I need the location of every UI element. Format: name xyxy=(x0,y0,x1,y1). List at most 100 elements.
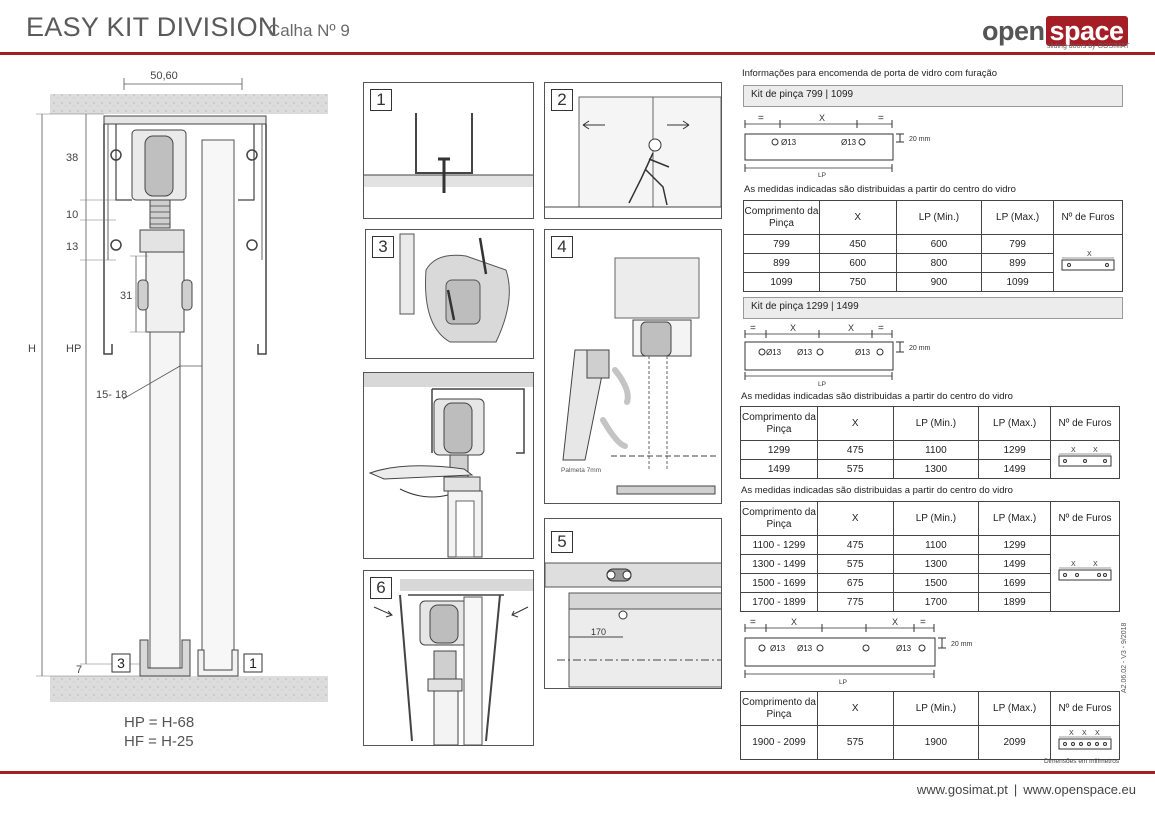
gosimat-link[interactable]: www.gosimat.pt xyxy=(916,782,1008,797)
step-number-1: 1 xyxy=(370,89,392,111)
col-header-lpmin: LP (Min.) xyxy=(892,691,980,726)
page-subtitle: Calha Nº 9 xyxy=(268,21,350,40)
holes-x: X xyxy=(1093,447,1098,454)
logo-tagline: sliding doors by GOSIMAT xyxy=(1047,43,1130,50)
logo-main-text: open xyxy=(982,16,1045,46)
cell: 1900 xyxy=(892,725,980,760)
kit2-note: As medidas indicadas são distribuidas a … xyxy=(741,391,1013,402)
ref-label-1: 1 xyxy=(249,655,257,671)
openspace-link[interactable]: www.openspace.eu xyxy=(1023,782,1136,797)
step-panel-adjust xyxy=(363,372,534,559)
kit2-eq-left: = xyxy=(750,323,756,334)
holes-diagram-4: X X xyxy=(1058,561,1112,581)
cell: 1900 - 2099 xyxy=(740,725,818,760)
col-header-furos: Nº de Furos xyxy=(1050,691,1120,726)
dim-7-label: 7 xyxy=(76,664,82,676)
col-header-furos: Nº de Furos xyxy=(1053,200,1123,235)
cell: 600 xyxy=(818,253,897,273)
kit3-table: Comprimento da Pinça X LP (Min.) LP (Max… xyxy=(740,501,1120,612)
holes-x: X xyxy=(1087,251,1092,258)
dim-width-label: 50,60 xyxy=(150,70,178,82)
dim-13-label: 13 xyxy=(66,241,78,253)
cell: 450 xyxy=(818,234,897,254)
col-header-lpmin: LP (Min.) xyxy=(895,200,983,235)
kit4-hole-1: Ø13 xyxy=(770,644,786,653)
glass-clamp xyxy=(145,251,185,333)
floor-guide-3 xyxy=(139,639,191,677)
col-header-comp: Comprimento da Pinça xyxy=(740,501,818,536)
col-header-x: X xyxy=(818,200,897,235)
col-header-furos: Nº de Furos xyxy=(1050,406,1120,441)
cell: 1100 - 1299 xyxy=(740,535,818,555)
version-code: A2.06.02 - V3 - 9/2018 xyxy=(1121,622,1128,693)
kit1-hole-left: Ø13 xyxy=(781,138,797,147)
kit3-note: As medidas indicadas são distribuidas a … xyxy=(741,485,1013,496)
cell: 1299 xyxy=(978,535,1052,555)
floor-slab xyxy=(50,676,328,702)
cell: 1300 - 1499 xyxy=(740,554,818,574)
step-number-2: 2 xyxy=(551,89,573,111)
step-panel-5: 5 170 xyxy=(544,518,722,689)
col-header-x: X xyxy=(816,406,894,441)
moving-glass xyxy=(149,331,181,673)
cell: 1099 xyxy=(743,272,820,292)
kit1-x-label: X xyxy=(819,113,825,123)
kit4-height-label: 20 mm xyxy=(951,641,973,648)
kit1-eq-right: = xyxy=(878,113,884,124)
col-header-lpmax: LP (Max.) xyxy=(978,501,1052,536)
cell: 1500 - 1699 xyxy=(740,573,818,593)
cell: 1700 - 1899 xyxy=(740,592,818,612)
cell: 675 xyxy=(816,573,894,593)
adjustment-bolt xyxy=(149,199,171,229)
col-header-furos: Nº de Furos xyxy=(1050,501,1120,536)
holes-x: X xyxy=(1069,730,1074,737)
kit1-hole-right: Ø13 xyxy=(841,138,857,147)
cell: 1500 xyxy=(892,573,980,593)
cell: 475 xyxy=(816,535,894,555)
col-header-lpmin: LP (Min.) xyxy=(892,501,980,536)
col-header-lpmax: LP (Max.) xyxy=(978,691,1052,726)
cell: 575 xyxy=(816,459,894,479)
cell: 1300 xyxy=(892,554,980,574)
cell: 1499 xyxy=(740,459,818,479)
dim-38-label: 38 xyxy=(66,152,78,164)
cell: 1700 xyxy=(892,592,980,612)
kit4-hole-3: Ø13 xyxy=(896,644,912,653)
kit1-eq-left: = xyxy=(758,113,764,124)
step5-dimension: 170 xyxy=(591,627,606,637)
col-header-x: X xyxy=(816,501,894,536)
dim-h-label: H xyxy=(28,343,36,355)
kit2-lp-label: LP xyxy=(818,381,826,388)
cell: 800 xyxy=(895,253,983,273)
floor-guide-1 xyxy=(197,649,239,677)
kit2-drill-diagram: = X X = Ø13 Ø13 Ø13 20 mm LP xyxy=(744,323,931,388)
kit2-height-label: 20 mm xyxy=(909,345,931,352)
holes-x: X xyxy=(1071,447,1076,454)
step-number-6: 6 xyxy=(370,577,392,599)
dimensions-note: Dimensões em milímetros xyxy=(1044,758,1120,765)
cell: 1499 xyxy=(978,459,1052,479)
dim-31-label: 31 xyxy=(120,290,132,302)
kit4-x-left: X xyxy=(791,617,797,627)
kit4-hole-2: Ø13 xyxy=(797,644,813,653)
step-panel-3: 3 xyxy=(365,229,534,359)
cell: 1899 xyxy=(978,592,1052,612)
kit2-hole-3: Ø13 xyxy=(855,348,871,357)
cell: 799 xyxy=(743,234,820,254)
kit1-lp-label: LP xyxy=(818,172,826,178)
logo-accent-text: space xyxy=(1045,16,1128,46)
page-title: EASY KIT DIVISION xyxy=(26,12,278,42)
cell: 1699 xyxy=(978,573,1052,593)
holes-x: X xyxy=(1093,561,1098,568)
rail-top xyxy=(103,115,267,125)
holes-diagram-5: X X X xyxy=(1058,730,1112,750)
col-header-lpmax: LP (Max.) xyxy=(978,406,1052,441)
cell: 1499 xyxy=(978,554,1052,574)
holes-diagram-2: X xyxy=(1061,251,1115,270)
dim-10-label: 10 xyxy=(66,209,78,221)
cell: 775 xyxy=(816,592,894,612)
